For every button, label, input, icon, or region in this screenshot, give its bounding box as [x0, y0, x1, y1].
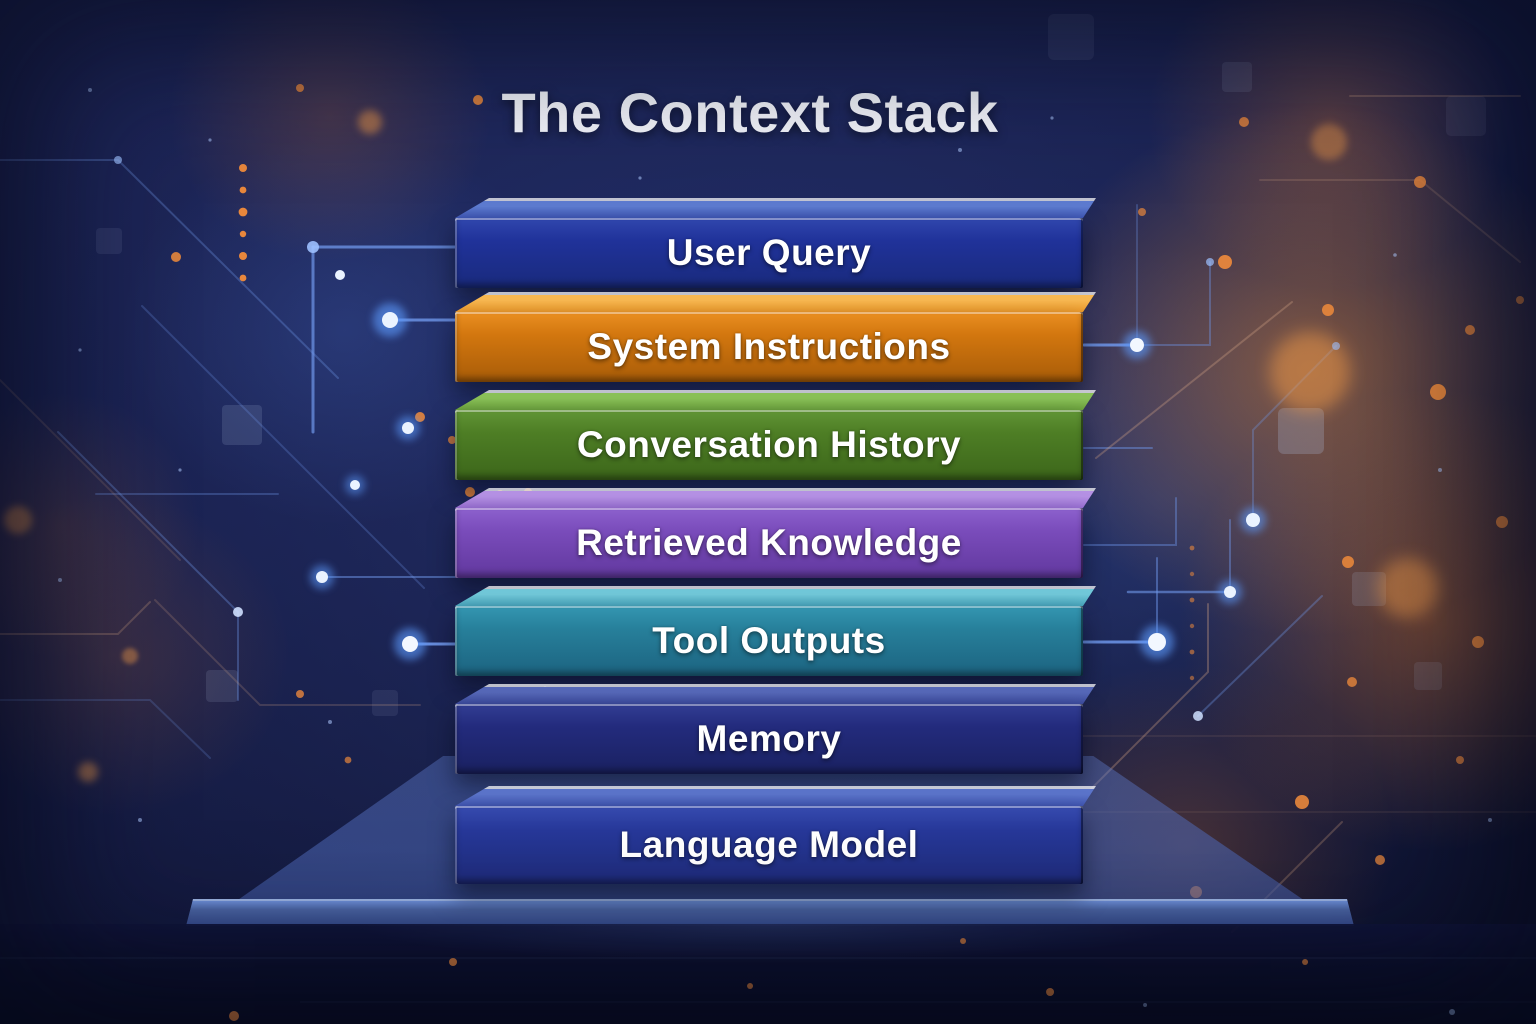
layer-top-face	[455, 198, 1096, 218]
stack-layer-language-model: Language Model	[455, 806, 1083, 884]
layer-front-face: System Instructions	[455, 312, 1083, 382]
layer-label: Retrieved Knowledge	[576, 522, 962, 563]
stack-layer-user-query: User Query	[455, 218, 1083, 288]
layer-top-face	[455, 586, 1096, 606]
layer-label: User Query	[666, 232, 872, 273]
layer-top-face	[455, 390, 1096, 410]
layer-label: Conversation History	[576, 424, 962, 465]
stack-layer-conversation-history: Conversation History	[455, 410, 1083, 480]
layer-label: System Instructions	[587, 326, 951, 367]
layer-front-face: Language Model	[455, 806, 1083, 884]
layer-top-face	[455, 488, 1096, 508]
layer-top-face	[455, 292, 1096, 312]
layer-top-face	[455, 786, 1096, 806]
layer-front-face: Tool Outputs	[455, 606, 1083, 676]
floor	[0, 924, 1536, 1024]
diagram-title: The Context Stack	[501, 81, 999, 144]
pedestal-front-edge	[186, 899, 1354, 926]
layer-label: Language Model	[619, 824, 919, 865]
layer-label: Tool Outputs	[652, 620, 886, 661]
layer-front-face: Retrieved Knowledge	[455, 508, 1083, 578]
stack-layer-retrieved-knowledge: Retrieved Knowledge	[455, 508, 1083, 578]
stack-layer-tool-outputs: Tool Outputs	[455, 606, 1083, 676]
layer-front-face: User Query	[455, 218, 1083, 288]
stack-layer-memory: Memory	[455, 704, 1083, 774]
layer-top-face	[455, 684, 1096, 704]
layer-front-face: Conversation History	[455, 410, 1083, 480]
stack-layer-system-instructions: System Instructions	[455, 312, 1083, 382]
layer-front-face: Memory	[455, 704, 1083, 774]
layer-label: Memory	[696, 718, 842, 759]
